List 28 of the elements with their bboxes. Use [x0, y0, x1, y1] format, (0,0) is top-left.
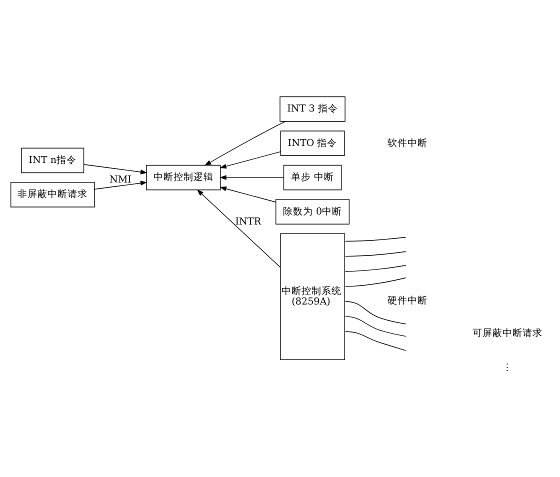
node-box: 单步 中断 — [283, 164, 342, 190]
label: 硬件中断 — [387, 295, 428, 306]
node-box: 非屏蔽中断请求 — [10, 182, 95, 208]
node-box: INTO 指令 — [280, 130, 345, 156]
connector — [345, 251, 406, 257]
arrow — [220, 175, 284, 180]
edge-label: INTR — [235, 216, 262, 228]
connector — [345, 301, 406, 324]
connector — [345, 236, 406, 242]
node-box: 除数为 0中断 — [276, 199, 350, 224]
connector — [345, 316, 406, 337]
connector — [345, 265, 406, 272]
node-box: 中断控制逻辑 — [146, 164, 221, 190]
arrow — [220, 186, 276, 202]
arrow — [94, 180, 148, 190]
label: ⋮ — [502, 362, 512, 374]
node-box: INT 3 指令 — [280, 96, 346, 122]
arrow — [84, 164, 148, 174]
node-box: 中断控制系统 (8259A) — [280, 233, 346, 360]
connector — [345, 331, 406, 351]
label: 软件中断 — [387, 138, 428, 149]
edge-label: NMI — [109, 174, 132, 186]
arrow — [204, 121, 286, 166]
node-box: INT n指令 — [21, 148, 84, 174]
connector — [345, 277, 406, 287]
label: 可屏蔽中断请求 — [472, 328, 542, 340]
arrow — [220, 151, 281, 169]
arrow — [196, 189, 281, 268]
